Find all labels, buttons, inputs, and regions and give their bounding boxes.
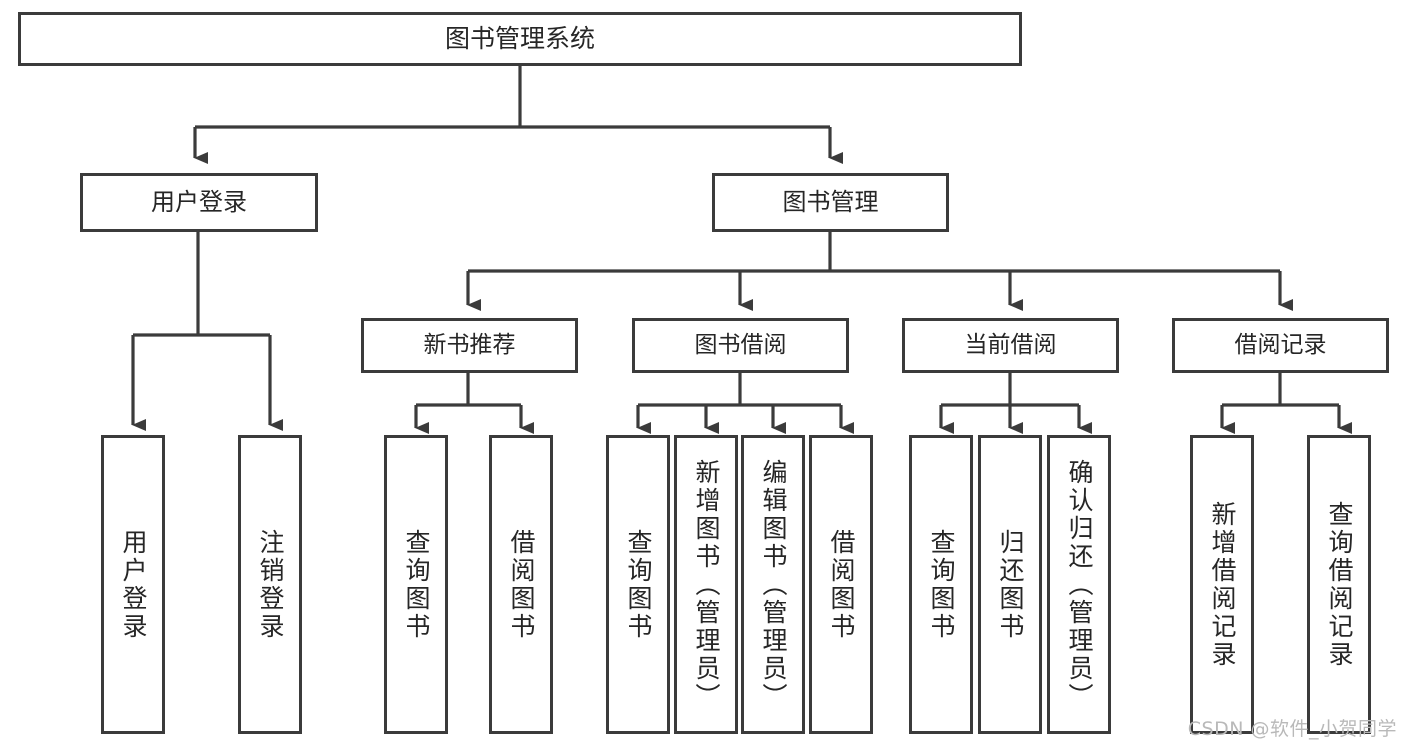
leaf-label: 用户登录 <box>119 528 148 641</box>
leaf-label: 查询图书 <box>402 528 431 641</box>
node-borrow-record[interactable]: 借阅记录 <box>1172 318 1389 373</box>
leaf-new-book-borrow[interactable]: 借阅图书 <box>489 435 553 734</box>
node-current-borrow-label: 当前借阅 <box>964 331 1057 358</box>
leaf-current-borrow-return[interactable]: 归还图书 <box>978 435 1042 734</box>
node-new-book-recommend-label: 新书推荐 <box>423 331 516 358</box>
node-user-login-label: 用户登录 <box>151 188 247 217</box>
node-book-management-label: 图书管理 <box>782 188 879 217</box>
node-new-book-recommend[interactable]: 新书推荐 <box>361 318 578 373</box>
leaf-label: 新增借阅记录 <box>1208 500 1237 669</box>
leaf-user-login-logout[interactable]: 注销登录 <box>238 435 302 734</box>
leaf-label: 查询图书 <box>624 528 653 641</box>
leaf-current-borrow-query[interactable]: 查询图书 <box>909 435 973 734</box>
leaf-label: 借阅图书 <box>507 528 536 641</box>
node-root[interactable]: 图书管理系统 <box>18 12 1022 66</box>
leaf-label: 编辑图书（管理员） <box>759 458 788 711</box>
node-root-label: 图书管理系统 <box>444 24 595 53</box>
leaf-label: 注销登录 <box>256 528 285 641</box>
leaf-book-borrow-borrow[interactable]: 借阅图书 <box>809 435 873 734</box>
leaf-book-borrow-edit[interactable]: 编辑图书（管理员） <box>741 435 805 734</box>
node-user-login[interactable]: 用户登录 <box>80 173 318 232</box>
leaf-new-book-query[interactable]: 查询图书 <box>384 435 448 734</box>
leaf-label: 借阅图书 <box>827 528 856 641</box>
watermark: CSDN @软件_小贺同学 <box>1187 718 1397 740</box>
node-book-management[interactable]: 图书管理 <box>712 173 949 232</box>
node-book-borrow-label: 图书借阅 <box>694 331 787 358</box>
leaf-label: 归还图书 <box>996 528 1025 641</box>
node-borrow-record-label: 借阅记录 <box>1234 331 1327 358</box>
leaf-borrow-record-add[interactable]: 新增借阅记录 <box>1190 435 1254 734</box>
leaf-label: 确认归还（管理员） <box>1065 458 1094 711</box>
leaf-book-borrow-query[interactable]: 查询图书 <box>606 435 670 734</box>
node-current-borrow[interactable]: 当前借阅 <box>902 318 1119 373</box>
leaf-book-borrow-add[interactable]: 新增图书（管理员） <box>674 435 738 734</box>
node-book-borrow[interactable]: 图书借阅 <box>632 318 849 373</box>
leaf-label: 新增图书（管理员） <box>692 458 721 711</box>
leaf-user-login-login[interactable]: 用户登录 <box>101 435 165 734</box>
leaf-label: 查询借阅记录 <box>1325 500 1354 669</box>
leaf-label: 查询图书 <box>927 528 956 641</box>
leaf-borrow-record-query[interactable]: 查询借阅记录 <box>1307 435 1371 734</box>
leaf-current-borrow-confirm-return[interactable]: 确认归还（管理员） <box>1047 435 1111 734</box>
